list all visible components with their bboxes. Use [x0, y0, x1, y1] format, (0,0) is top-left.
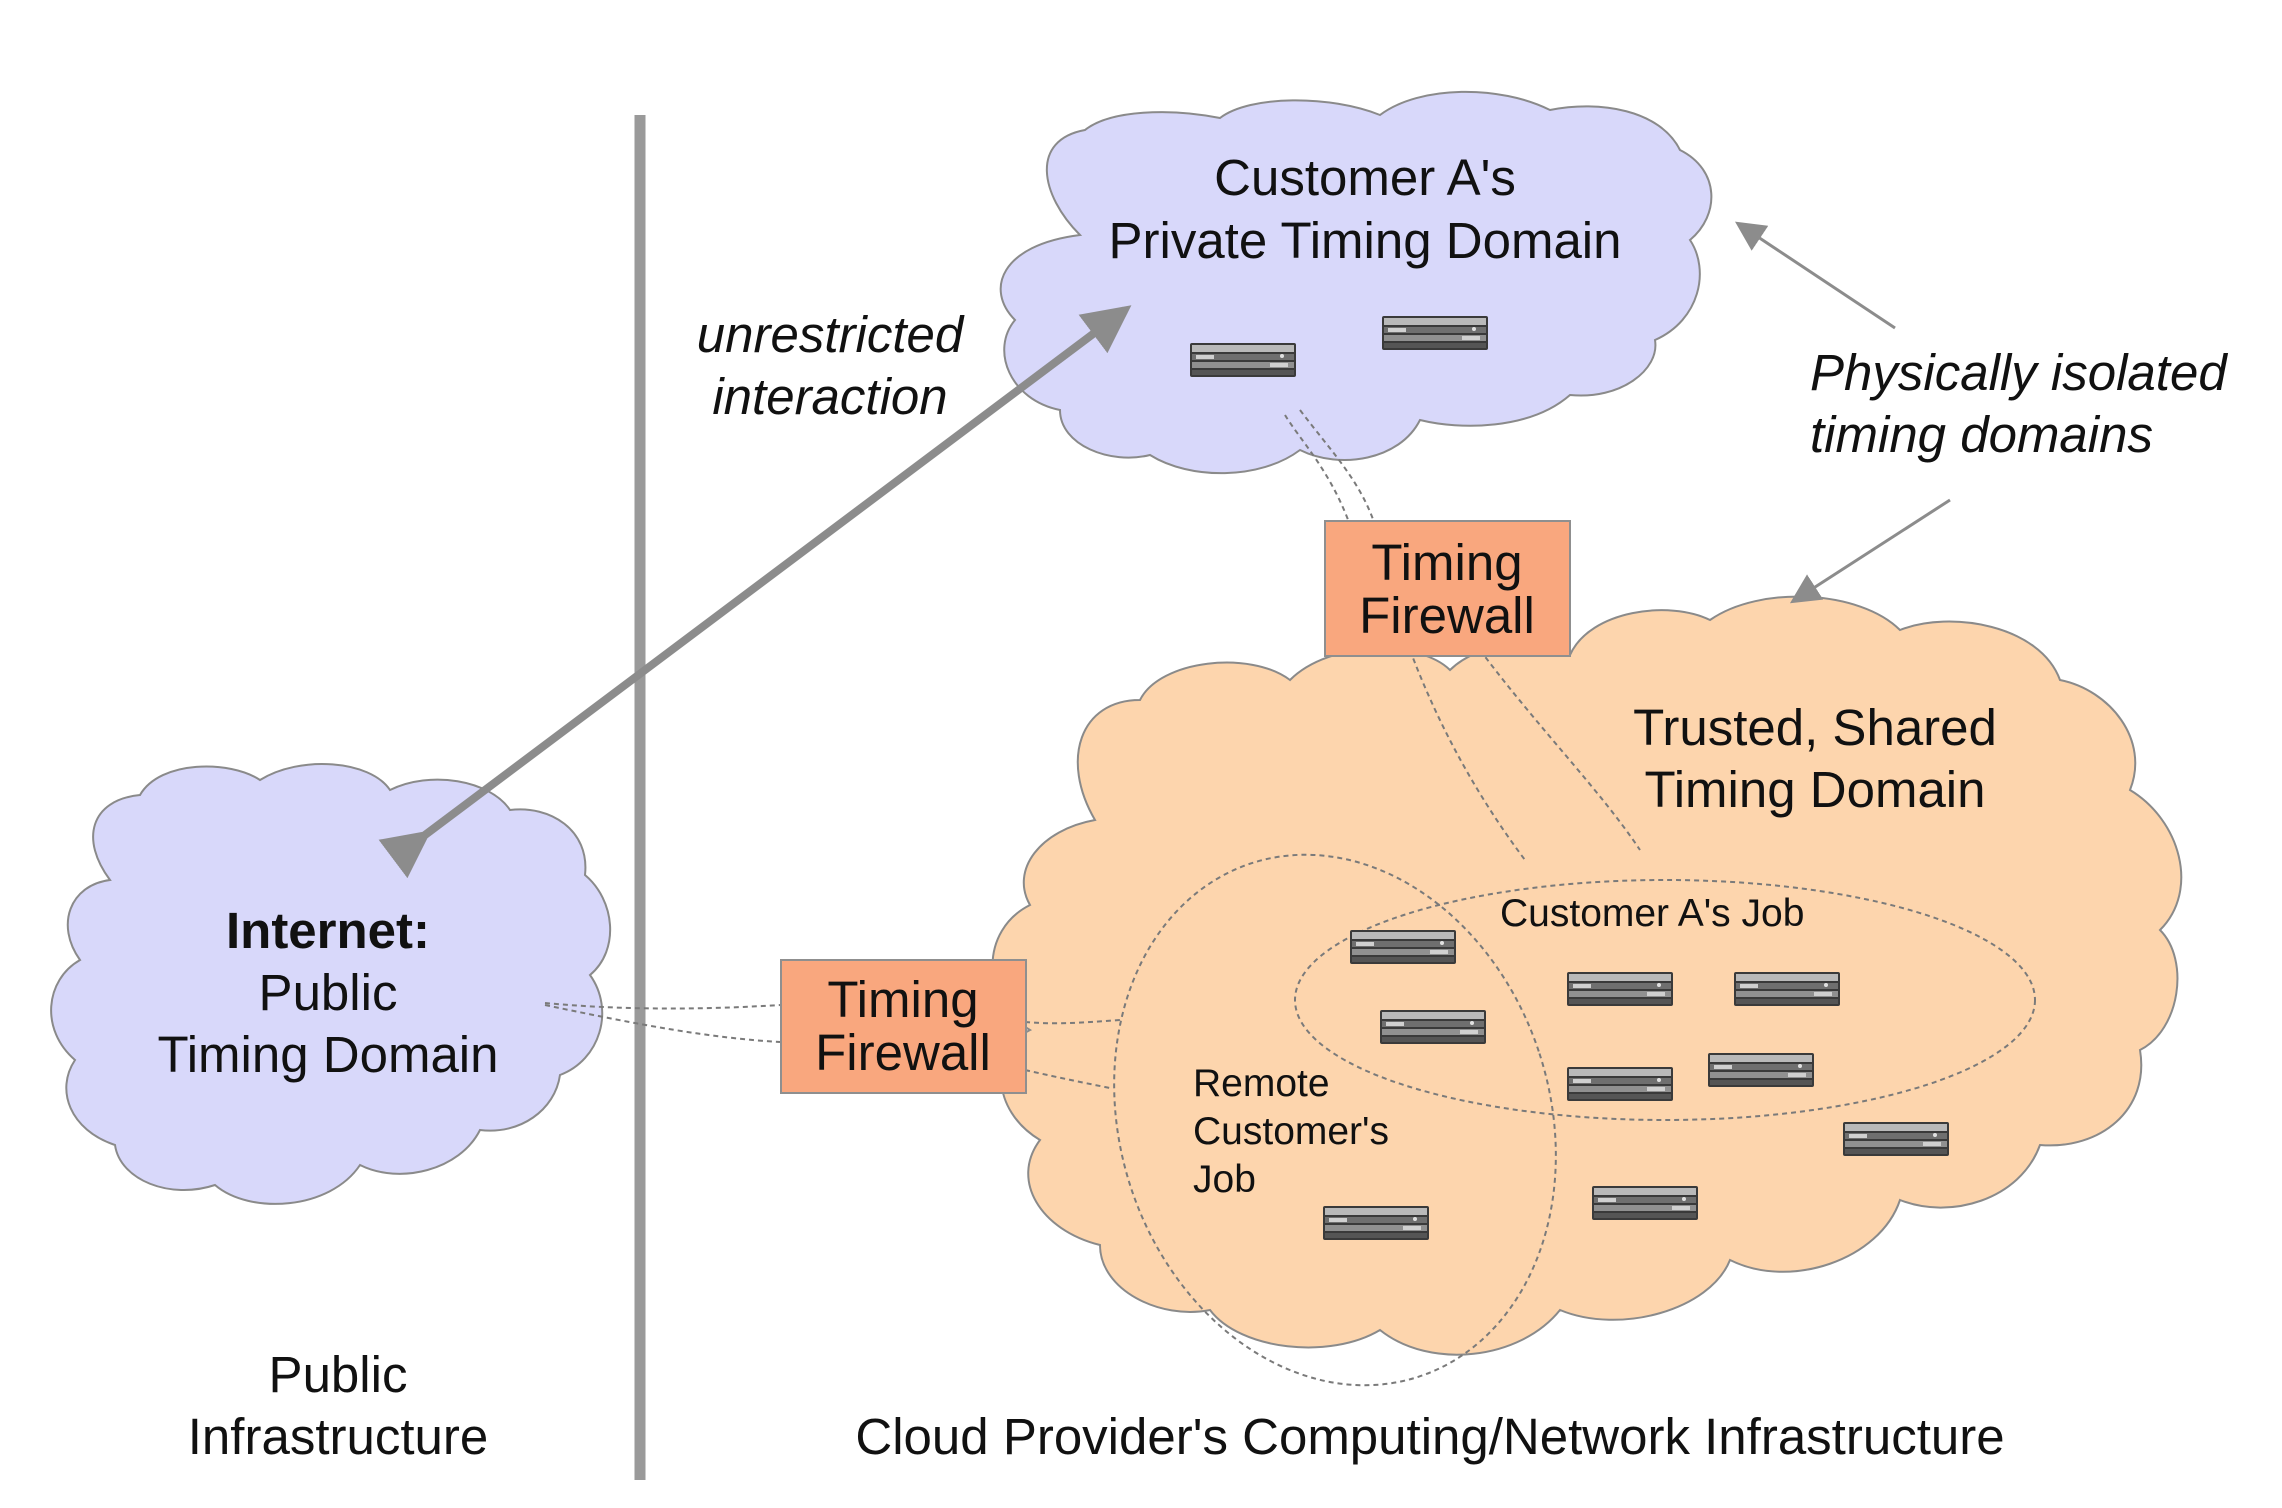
connector-internet-to-firewall-1 [544, 1002, 781, 1010]
isolation-arrow-to-trusted [1789, 498, 1951, 604]
server-icon [1350, 930, 1456, 964]
trusted-shared-title-line2: Timing Domain [1644, 761, 1985, 818]
remote-job-line1: Remote [1193, 1062, 1330, 1105]
connector-firewall-to-remote-1 [1024, 1019, 1121, 1025]
server-icon [1323, 1206, 1429, 1240]
server-icon [1843, 1122, 1949, 1156]
timing-firewall-left [780, 959, 1027, 1094]
timing-firewall-left-line2: Firewall [815, 1024, 991, 1081]
connector-private-to-firewall-1 [1284, 414, 1351, 526]
server-icon [1734, 972, 1840, 1006]
unrestricted-interaction-line1: unrestricted [697, 306, 965, 363]
server-icon [1567, 972, 1673, 1006]
internet-line3: Timing Domain [157, 1026, 498, 1083]
isolation-arrow-to-private [1735, 221, 1896, 330]
server-icon [1592, 1186, 1698, 1220]
customer-a-job-label: Customer A's Job [1500, 892, 1804, 935]
internet-title: Internet: [226, 902, 430, 959]
server-icon [1382, 316, 1488, 350]
public-infrastructure-line1: Public [269, 1346, 408, 1403]
server-icon [1567, 1067, 1673, 1101]
connector-firewall-to-trusted-1 [1409, 649, 1526, 861]
customer-a-job-boundary [1294, 879, 2036, 1121]
remote-customer-job-boundary [1113, 853, 1557, 1387]
server-icon [1380, 1010, 1486, 1044]
physically-isolated-line2: timing domains [1810, 406, 2153, 463]
remote-job-line3: Job [1193, 1158, 1256, 1201]
timing-firewall-top-line1: Timing [1371, 534, 1522, 591]
remote-job-line2: Customer's [1193, 1110, 1389, 1153]
customer-a-private-title-line2: Private Timing Domain [1108, 212, 1621, 269]
unrestricted-interaction-arrow [378, 305, 1132, 879]
server-icon [1190, 343, 1296, 377]
timing-firewall-top-line2: Firewall [1359, 587, 1535, 644]
trusted-shared-title-line1: Trusted, Shared [1633, 699, 1997, 756]
internet-line2: Public [259, 964, 398, 1021]
connector-firewall-to-remote-2 [1024, 1069, 1111, 1089]
public-infrastructure-line2: Infrastructure [188, 1408, 488, 1465]
cloud-provider-infrastructure-label: Cloud Provider's Computing/Network Infra… [855, 1408, 2004, 1465]
timing-firewall-left-line1: Timing [827, 971, 978, 1028]
timing-firewall-top [1324, 520, 1571, 657]
connector-internet-to-firewall-2 [544, 1004, 781, 1043]
physically-isolated-line1: Physically isolated [1810, 344, 2228, 401]
server-icon [1708, 1053, 1814, 1087]
customer-a-private-title-line1: Customer A's [1214, 149, 1516, 206]
unrestricted-interaction-line2: interaction [712, 368, 947, 425]
connector-firewall-to-trusted-2 [1479, 649, 1641, 851]
